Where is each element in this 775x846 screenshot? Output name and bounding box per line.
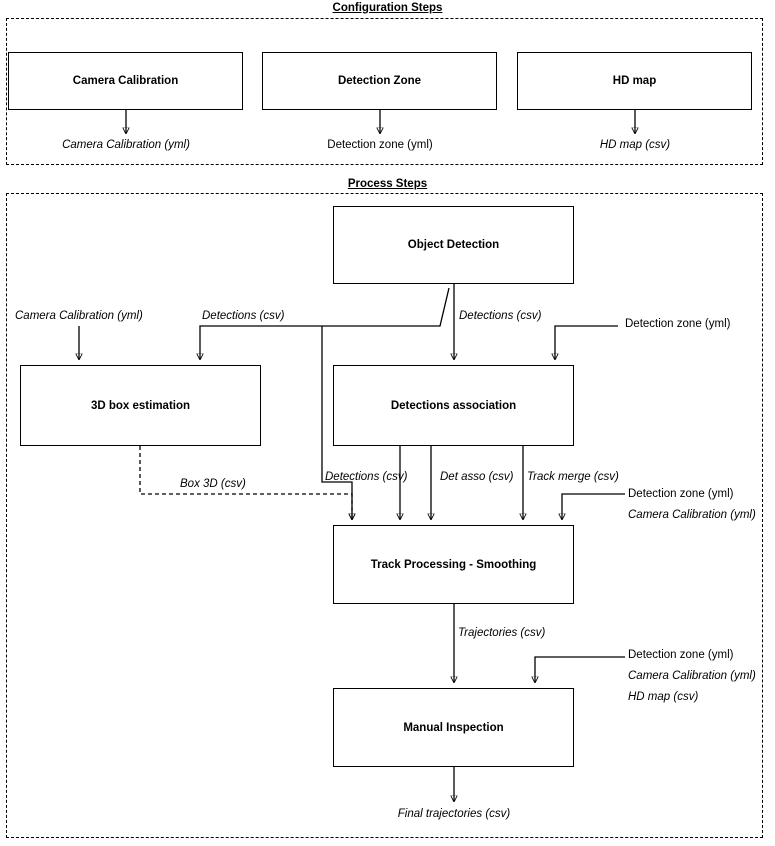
edge-label-hd-map-csv-manual: HD map (csv) xyxy=(628,691,699,703)
node-3d-box-estimation[interactable]: 3D box estimation xyxy=(20,365,261,446)
output-detection-zone-yml: Detection zone (yml) xyxy=(327,139,433,151)
edge-label-camera-calibration-yml-track: Camera Calibration (yml) xyxy=(628,509,756,521)
edge-label-track-merge-csv: Track merge (csv) xyxy=(527,471,619,483)
node-manual-inspection[interactable]: Manual Inspection xyxy=(333,688,574,767)
node-detections-association[interactable]: Detections association xyxy=(333,365,574,446)
configuration-steps-group xyxy=(6,18,763,165)
node-camera-calibration[interactable]: Camera Calibration xyxy=(8,52,243,110)
edge-label-trajectories-csv: Trajectories (csv) xyxy=(458,627,546,639)
edge-label-detection-zone-yml-track: Detection zone (yml) xyxy=(628,488,734,500)
output-final-trajectories-csv: Final trajectories (csv) xyxy=(397,808,511,820)
output-hd-map-csv: HD map (csv) xyxy=(599,139,671,151)
node-detection-zone[interactable]: Detection Zone xyxy=(262,52,497,110)
edge-label-det-asso-csv: Det asso (csv) xyxy=(440,471,514,483)
process-steps-group xyxy=(6,193,763,838)
node-track-processing-smoothing[interactable]: Track Processing - Smoothing xyxy=(333,525,574,604)
edge-label-camera-calibration-yml: Camera Calibration (yml) xyxy=(15,310,143,322)
edge-label-detections-csv-left: Detections (csv) xyxy=(202,310,285,322)
edge-label-detection-zone-yml-assoc: Detection zone (yml) xyxy=(625,318,731,330)
edge-label-detections-csv-right: Detections (csv) xyxy=(459,310,542,322)
edge-label-camera-calibration-yml-manual: Camera Calibration (yml) xyxy=(628,670,756,682)
edge-label-box-3d-csv: Box 3D (csv) xyxy=(180,478,246,490)
edge-label-detections-csv-track: Detections (csv) xyxy=(325,471,408,483)
configuration-steps-title: Configuration Steps xyxy=(332,2,443,14)
output-camera-calibration-yml: Camera Calibration (yml) xyxy=(62,139,190,151)
process-steps-title: Process Steps xyxy=(347,178,428,190)
node-hd-map[interactable]: HD map xyxy=(517,52,752,110)
node-object-detection[interactable]: Object Detection xyxy=(333,206,574,284)
edge-label-detection-zone-yml-manual: Detection zone (yml) xyxy=(628,649,734,661)
